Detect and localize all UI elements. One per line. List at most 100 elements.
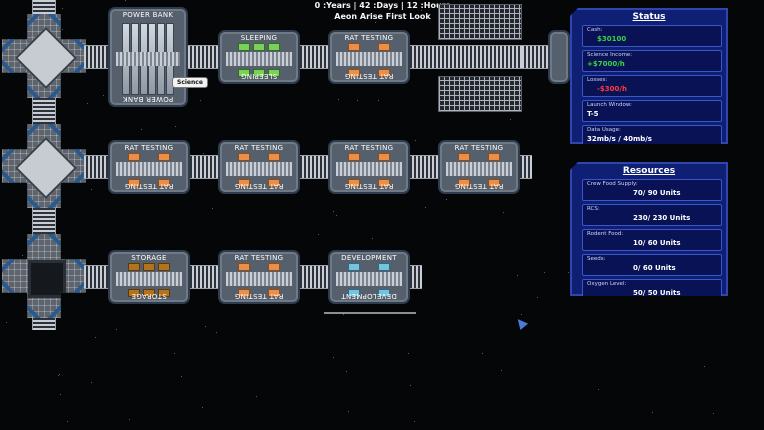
- star: [537, 297, 538, 298]
- module-label-mirrored: POWER BANK: [122, 95, 174, 103]
- module-label-mirrored: STORAGE: [131, 292, 167, 300]
- star: [125, 0, 126, 1]
- corridor[interactable]: [408, 155, 440, 179]
- star: [346, 371, 347, 372]
- module-label: POWER BANK: [122, 11, 174, 19]
- module-label-mirrored: RAT TESTING: [454, 182, 504, 190]
- star: [503, 212, 504, 213]
- star: [343, 314, 344, 315]
- star: [333, 357, 334, 358]
- status-science-income: Science Income: +$7000/h: [582, 50, 722, 72]
- corridor[interactable]: [84, 45, 110, 69]
- module-rat-testing[interactable]: RAT TESTING RAT TESTING: [328, 30, 410, 84]
- corridor[interactable]: [298, 45, 330, 69]
- star: [87, 103, 88, 104]
- module-sleeping[interactable]: SLEEPING SLEEPING: [218, 30, 300, 84]
- science-income-value: +$7000/h: [587, 60, 625, 68]
- science-income-label: Science Income:: [587, 52, 633, 58]
- cash-value: $30100: [597, 35, 627, 43]
- star: [6, 322, 7, 323]
- star: [141, 129, 142, 130]
- vertical-corridor[interactable]: [32, 316, 56, 330]
- module-storage[interactable]: STORAGE STORAGE: [108, 250, 190, 304]
- resource-label: RCS:: [587, 206, 600, 212]
- module-label: RAT TESTING: [234, 144, 284, 152]
- resource-value: 70/ 90 Units: [633, 189, 681, 197]
- star: [410, 385, 411, 386]
- star: [357, 100, 358, 101]
- module-label-mirrored: RAT TESTING: [234, 292, 284, 300]
- losses-label: Losses:: [587, 77, 608, 83]
- cash-label: Cash:: [587, 27, 603, 33]
- corridor[interactable]: [518, 155, 532, 179]
- resource-rcs: RCS: 230/ 230 Units: [582, 204, 722, 226]
- star: [446, 199, 447, 200]
- resource-value: 0/ 60 Units: [633, 264, 676, 272]
- corridor[interactable]: [84, 155, 110, 179]
- resource-rodent-food: Rodent Food: 10/ 60 Units: [582, 229, 722, 251]
- module-label-mirrored: RAT TESTING: [234, 182, 284, 190]
- module-label-mirrored: RAT TESTING: [124, 182, 174, 190]
- vertical-corridor[interactable]: [32, 0, 56, 14]
- construction-grid[interactable]: [438, 76, 522, 112]
- module-rat-testing[interactable]: RAT TESTING RAT TESTING: [218, 250, 300, 304]
- module-label: RAT TESTING: [234, 254, 284, 262]
- module-power-bank[interactable]: POWER BANK POWER BANK: [108, 7, 188, 107]
- module-label-mirrored: RAT TESTING: [344, 72, 394, 80]
- corridor[interactable]: [440, 45, 524, 69]
- star: [333, 211, 334, 212]
- star: [704, 366, 705, 367]
- vertical-corridor[interactable]: [32, 96, 56, 126]
- resource-value: 10/ 60 Units: [633, 239, 681, 247]
- star: [174, 353, 175, 354]
- data-usage-label: Data Usage:: [587, 127, 621, 133]
- star: [378, 100, 379, 101]
- module-rat-testing[interactable]: RAT TESTING RAT TESTING: [328, 140, 410, 194]
- vertical-corridor[interactable]: [32, 206, 56, 236]
- corridor[interactable]: [188, 45, 220, 69]
- corridor[interactable]: [298, 155, 330, 179]
- corridor[interactable]: [188, 265, 220, 289]
- star: [415, 140, 416, 141]
- star: [501, 370, 502, 371]
- star: [425, 207, 426, 208]
- resource-value: 50/ 50 Units: [633, 289, 681, 297]
- star: [521, 314, 522, 315]
- corridor[interactable]: [408, 45, 440, 69]
- launch-window-label: Launch Window:: [587, 102, 632, 108]
- star: [713, 413, 714, 414]
- game-clock: 0 :Years | 42 :Days | 12 :Hours: [314, 1, 451, 10]
- star: [544, 272, 545, 273]
- status-launch-window: Launch Window: T-5: [582, 100, 722, 122]
- module-rat-testing[interactable]: RAT TESTING RAT TESTING: [438, 140, 520, 194]
- launch-window-value: T-5: [587, 110, 599, 118]
- corridor[interactable]: [522, 45, 552, 69]
- corridor[interactable]: [84, 265, 110, 289]
- module-label: STORAGE: [131, 254, 167, 262]
- module-rat-testing[interactable]: RAT TESTING RAT TESTING: [108, 140, 190, 194]
- star: [336, 215, 337, 216]
- data-usage-value: 32mb/s / 40mb/s: [587, 135, 652, 143]
- module-rat-testing[interactable]: RAT TESTING RAT TESTING: [218, 140, 300, 194]
- star: [67, 421, 68, 422]
- star: [181, 376, 182, 377]
- corridor[interactable]: [298, 265, 330, 289]
- star: [510, 119, 511, 120]
- resources-panel: Resources Crew Food Supply: 70/ 90 Units…: [570, 162, 728, 296]
- star: [175, 126, 176, 127]
- module-partial[interactable]: [548, 30, 570, 84]
- resources-title: Resources: [622, 166, 676, 176]
- star: [421, 10, 422, 11]
- module-label: SLEEPING: [240, 34, 278, 42]
- corridor[interactable]: [188, 155, 220, 179]
- construction-grid[interactable]: [438, 4, 522, 40]
- module-development[interactable]: DEVELOPMENT DEVELOPMENT: [328, 250, 410, 304]
- star: [58, 375, 59, 376]
- star: [205, 326, 206, 327]
- star: [91, 189, 92, 190]
- module-label-mirrored: RAT TESTING: [344, 182, 394, 190]
- corridor[interactable]: [408, 265, 422, 289]
- star: [414, 421, 415, 422]
- star: [338, 99, 339, 100]
- resource-label: Oxygen Level:: [587, 281, 627, 287]
